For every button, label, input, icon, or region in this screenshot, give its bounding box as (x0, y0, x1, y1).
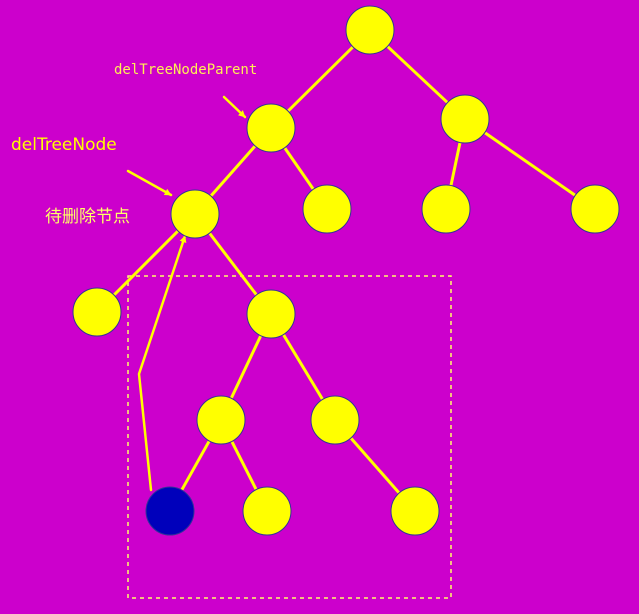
tree-node-subtree-right (310, 395, 360, 445)
tree-node-parent-right-child (302, 184, 352, 234)
del-tree-node-arrow (126, 169, 173, 197)
tree-edge-right-to-right-right-child (483, 131, 577, 197)
tree-edge-root-to-right (386, 44, 449, 105)
replacement-node-arrow (137, 234, 187, 492)
del-tree-node-parent-arrow (222, 95, 247, 119)
tree-edge-right-to-right-left-child (449, 140, 462, 188)
tree-node-root (345, 5, 395, 55)
del-tree-node-label: delTreeNode (11, 135, 117, 155)
tree-node-right-right-child (570, 184, 620, 234)
del-tree-node-parent-label: delTreeNodeParent (114, 62, 258, 78)
tree-edges (112, 44, 577, 495)
tree-edge-subtree-left-to-subtree-left-right-child (230, 439, 258, 492)
tree-edge-subtree-root-to-subtree-right (281, 333, 325, 401)
tree-edge-parent-to-delete-target (209, 144, 257, 198)
tree-edge-delete-target-to-target-left-child (112, 229, 180, 297)
tree-node-right-left-child (421, 184, 471, 234)
tree-edge-parent-to-parent-right-child (283, 146, 315, 191)
subtree-selection-box (127, 275, 452, 599)
tree-edge-subtree-root-to-subtree-left (229, 334, 263, 400)
tree-node-subtree-leftmost (145, 486, 195, 536)
tree-edge-delete-target-to-subtree-root (208, 231, 258, 297)
tree-edge-subtree-right-to-subtree-right-child (349, 436, 401, 495)
tree-node-subtree-root (246, 289, 296, 339)
tree-node-delete-target (170, 189, 220, 239)
tree-node-subtree-right-child (390, 486, 440, 536)
tree-edge-subtree-left-to-subtree-leftmost (180, 439, 211, 492)
tree-node-subtree-left (196, 395, 246, 445)
tree-edge-root-to-parent (286, 45, 355, 113)
tree-node-parent (246, 103, 296, 153)
tree-node-right (440, 94, 490, 144)
pending-delete-node-label: 待删除节点 (45, 207, 130, 227)
tree-node-target-left-child (72, 287, 122, 337)
tree-node-subtree-left-right-child (242, 486, 292, 536)
tree-nodes (72, 5, 620, 536)
